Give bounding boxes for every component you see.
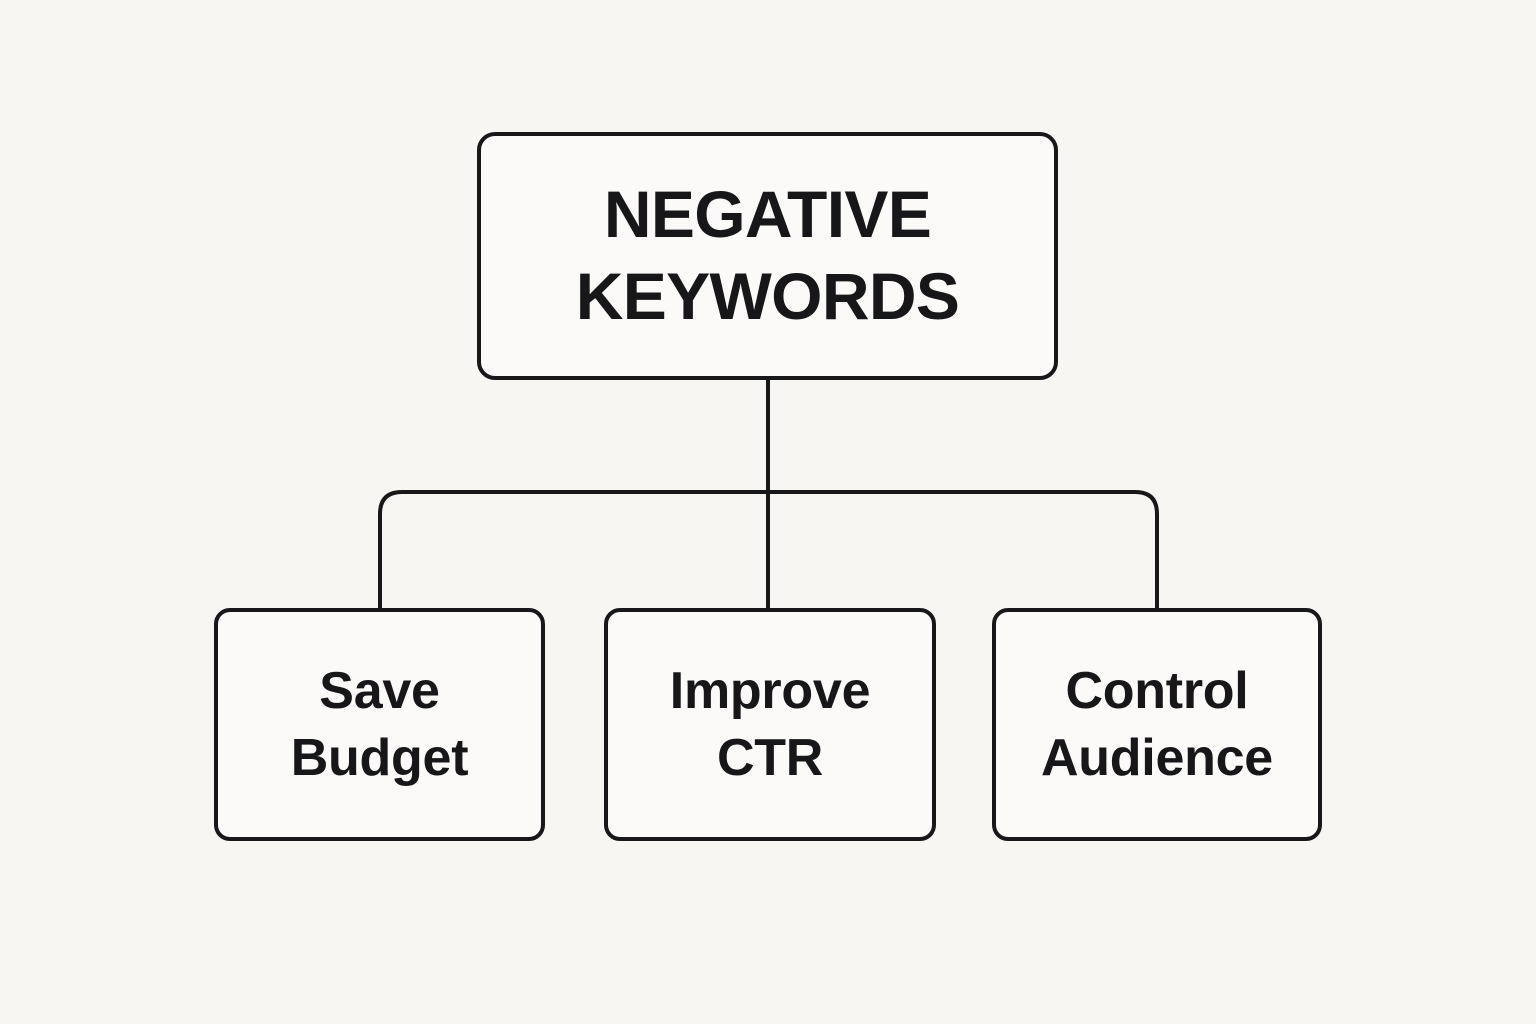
node-save-budget[interactable]: Save Budget (214, 608, 545, 841)
edge-root-to-control-audience (768, 490, 1159, 608)
node-label-negative-keywords: NEGATIVE KEYWORDS (575, 177, 960, 333)
node-negative-keywords[interactable]: NEGATIVE KEYWORDS (477, 132, 1058, 380)
edge-root-to-save-budget (378, 490, 768, 608)
node-control-audience[interactable]: Control Audience (992, 608, 1322, 841)
node-label-control-audience: Control Audience (1041, 661, 1273, 787)
node-label-improve-ctr: Improve CTR (669, 661, 871, 787)
node-improve-ctr[interactable]: Improve CTR (604, 608, 936, 841)
node-label-save-budget: Save Budget (290, 661, 469, 787)
